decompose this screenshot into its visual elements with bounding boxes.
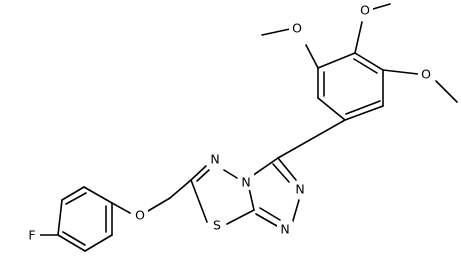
nitrogen-label: N	[241, 175, 250, 190]
ether-oxygen-label: O	[135, 208, 145, 223]
bond	[255, 213, 278, 227]
bond	[317, 97, 346, 121]
bond	[84, 234, 113, 252]
bond	[354, 52, 384, 71]
methoxy-oxygen-atom: O	[289, 20, 305, 36]
fluorine-atom: F	[24, 227, 40, 243]
bond	[147, 197, 171, 212]
bond	[261, 28, 291, 36]
bond	[57, 234, 86, 252]
bond	[382, 69, 419, 75]
methoxy-oxygen-atom: O	[418, 66, 434, 82]
atom-labels: F O O O O N N N	[24, 2, 434, 243]
bond	[259, 207, 281, 221]
bond	[353, 58, 378, 74]
ether-oxygen-atom: O	[132, 207, 148, 223]
nitrogen-label: N	[295, 182, 304, 197]
bond	[305, 44, 319, 69]
bond	[354, 21, 363, 54]
bond	[251, 157, 279, 177]
bonds	[37, 3, 458, 252]
nitrogen-atom: N	[207, 151, 223, 167]
methoxy-oxygen-label: O	[292, 21, 302, 36]
bond	[248, 187, 255, 211]
bond	[277, 119, 346, 159]
bond	[190, 165, 207, 181]
bond	[372, 3, 391, 10]
methoxy-oxygen-atom: O	[357, 2, 373, 18]
bond	[111, 202, 131, 214]
bond	[317, 52, 356, 69]
nitrogen-atom: N	[292, 181, 308, 197]
methoxy-oxygen-label: O	[360, 3, 370, 18]
bond	[223, 169, 238, 179]
bond	[169, 179, 192, 199]
fluorine-label: F	[28, 228, 35, 243]
nitrogen-label: N	[210, 152, 219, 167]
bond	[57, 199, 63, 236]
sulfur-label: S	[213, 218, 221, 233]
bond	[277, 157, 297, 181]
bond	[435, 80, 458, 103]
nitrogen-atom: N	[238, 174, 254, 190]
nitrogen-label: N	[280, 222, 289, 237]
bond	[61, 186, 85, 201]
bond	[83, 186, 113, 204]
bond	[345, 100, 381, 115]
bond	[272, 163, 290, 183]
bond	[62, 231, 86, 246]
sulfur-atom: S	[209, 217, 225, 233]
bond	[190, 179, 208, 223]
methoxy-oxygen-label: O	[421, 67, 431, 82]
nitrogen-atom: N	[277, 221, 293, 237]
bond	[291, 199, 300, 225]
bond	[226, 209, 255, 225]
bond	[65, 192, 87, 205]
bond	[196, 169, 210, 182]
bond	[344, 105, 384, 121]
